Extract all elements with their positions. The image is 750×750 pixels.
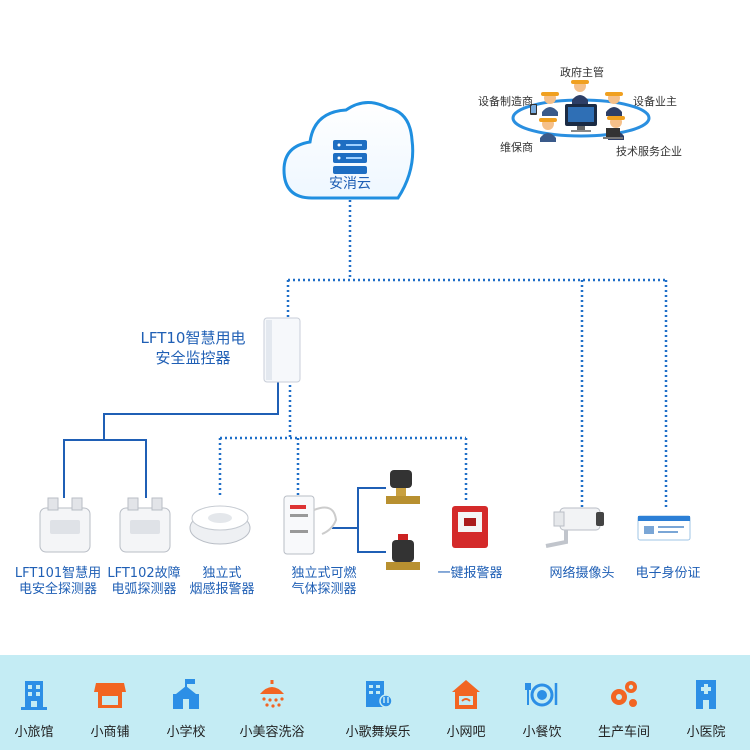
shower-icon xyxy=(260,680,284,708)
stakeholder-top-label: 政府主管 xyxy=(560,66,604,79)
device-label-line1: LFT101智慧用 xyxy=(14,566,102,581)
venue-item: 小网吧 xyxy=(424,655,508,750)
tablet-icon xyxy=(530,104,537,115)
stakeholder-left-top-label: 设备制造商 xyxy=(478,95,533,108)
stakeholder-right-bottom-label: 技术服务企业 xyxy=(616,145,682,158)
venue-label: 小餐饮 xyxy=(522,725,562,740)
device-label-line2: 电弧探测器 xyxy=(111,582,177,597)
network-diagram xyxy=(39,80,691,570)
hospital-icon xyxy=(696,680,716,709)
gas-detector-icon xyxy=(283,495,338,555)
venue-label: 小学校 xyxy=(166,725,206,740)
person-icon-right-top xyxy=(605,92,623,116)
smart-electric-detector-icon xyxy=(39,497,91,553)
arc-fault-detector-icon xyxy=(119,497,171,553)
venue-label: 小商铺 xyxy=(90,725,130,740)
device-label-1: LFT102故障 电弧探测器 xyxy=(92,566,196,598)
controller-label-line1: LFT10智慧用电 xyxy=(140,329,246,347)
device-label-line1: LFT102故障 xyxy=(107,566,181,581)
device-label-3: 独立式可燃 气体探测器 xyxy=(272,566,376,598)
device-label-line2: 气体探测器 xyxy=(291,582,357,597)
venue-bar: 小旅馆 小商铺 小学校 小美容洗浴 xyxy=(0,655,750,750)
dining-icon xyxy=(525,683,558,707)
device-label-line1: 一键报警器 xyxy=(437,566,503,581)
stakeholder-ring xyxy=(511,80,651,142)
karaoke-icon xyxy=(366,681,393,708)
venue-item: 小歌舞娱乐 xyxy=(336,655,420,750)
cloud-shape xyxy=(282,101,415,200)
gas-valve-icon xyxy=(386,470,420,504)
laptop-icon xyxy=(603,128,623,139)
venue-label: 小网吧 xyxy=(446,725,486,740)
venue-label: 小美容洗浴 xyxy=(239,725,305,740)
device-label-line1: 电子身份证 xyxy=(635,566,701,581)
gears-icon xyxy=(611,681,637,707)
person-icon-top xyxy=(571,80,589,104)
dotted-lines xyxy=(218,200,668,510)
venue-item: 小美容洗浴 xyxy=(230,655,314,750)
venue-item: 小医院 xyxy=(664,655,748,750)
solenoid-valve-icon xyxy=(386,534,420,570)
controller-label: LFT10智慧用电 安全监控器 xyxy=(118,328,268,368)
venue-item: 小学校 xyxy=(144,655,228,750)
venue-label: 小医院 xyxy=(686,725,726,740)
device-label-4: 一键报警器 xyxy=(418,566,522,582)
school-icon xyxy=(173,679,199,709)
venue-label: 小旅馆 xyxy=(14,725,54,740)
cloud-label: 安消云 xyxy=(329,176,371,192)
device-label-6: 电子身份证 xyxy=(616,566,720,582)
controller-device xyxy=(263,317,301,383)
camera-icon xyxy=(545,507,604,548)
device-label-5: 网络摄像头 xyxy=(530,566,634,582)
venue-item: 小餐饮 xyxy=(500,655,584,750)
device-label-line2: 电安全探测器 xyxy=(18,582,97,597)
alarm-button-icon xyxy=(452,506,488,548)
hotel-icon xyxy=(21,681,47,710)
venue-item: 小旅馆 xyxy=(0,655,76,750)
person-icon-left-bottom xyxy=(539,118,557,142)
device-label-line1: 网络摄像头 xyxy=(549,566,615,581)
stakeholder-right-top-label: 设备业主 xyxy=(633,95,677,108)
device-label-line1: 独立式 xyxy=(202,566,242,581)
device-label-line2: 烟感报警器 xyxy=(189,582,255,597)
solid-lines xyxy=(63,380,386,553)
device-label-2: 独立式 烟感报警器 xyxy=(170,566,274,598)
stakeholder-left-bottom-label: 维保商 xyxy=(500,141,533,154)
device-label-line1: 独立式可燃 xyxy=(291,566,357,581)
venue-item: 生产车间 xyxy=(582,655,666,750)
id-card-reader-icon xyxy=(637,515,691,541)
internet-cafe-icon xyxy=(452,680,480,709)
controller-label-line2: 安全监控器 xyxy=(155,349,231,367)
venue-label: 生产车间 xyxy=(597,725,650,740)
device-label-0: LFT101智慧用 电安全探测器 xyxy=(6,566,110,598)
person-icon-left-top xyxy=(541,92,559,116)
smoke-detector-icon xyxy=(189,505,251,545)
venue-label: 小歌舞娱乐 xyxy=(345,725,411,740)
shop-icon xyxy=(94,683,126,708)
venue-item: 小商铺 xyxy=(68,655,152,750)
server-icon xyxy=(333,140,367,174)
monitor-icon xyxy=(565,104,597,132)
